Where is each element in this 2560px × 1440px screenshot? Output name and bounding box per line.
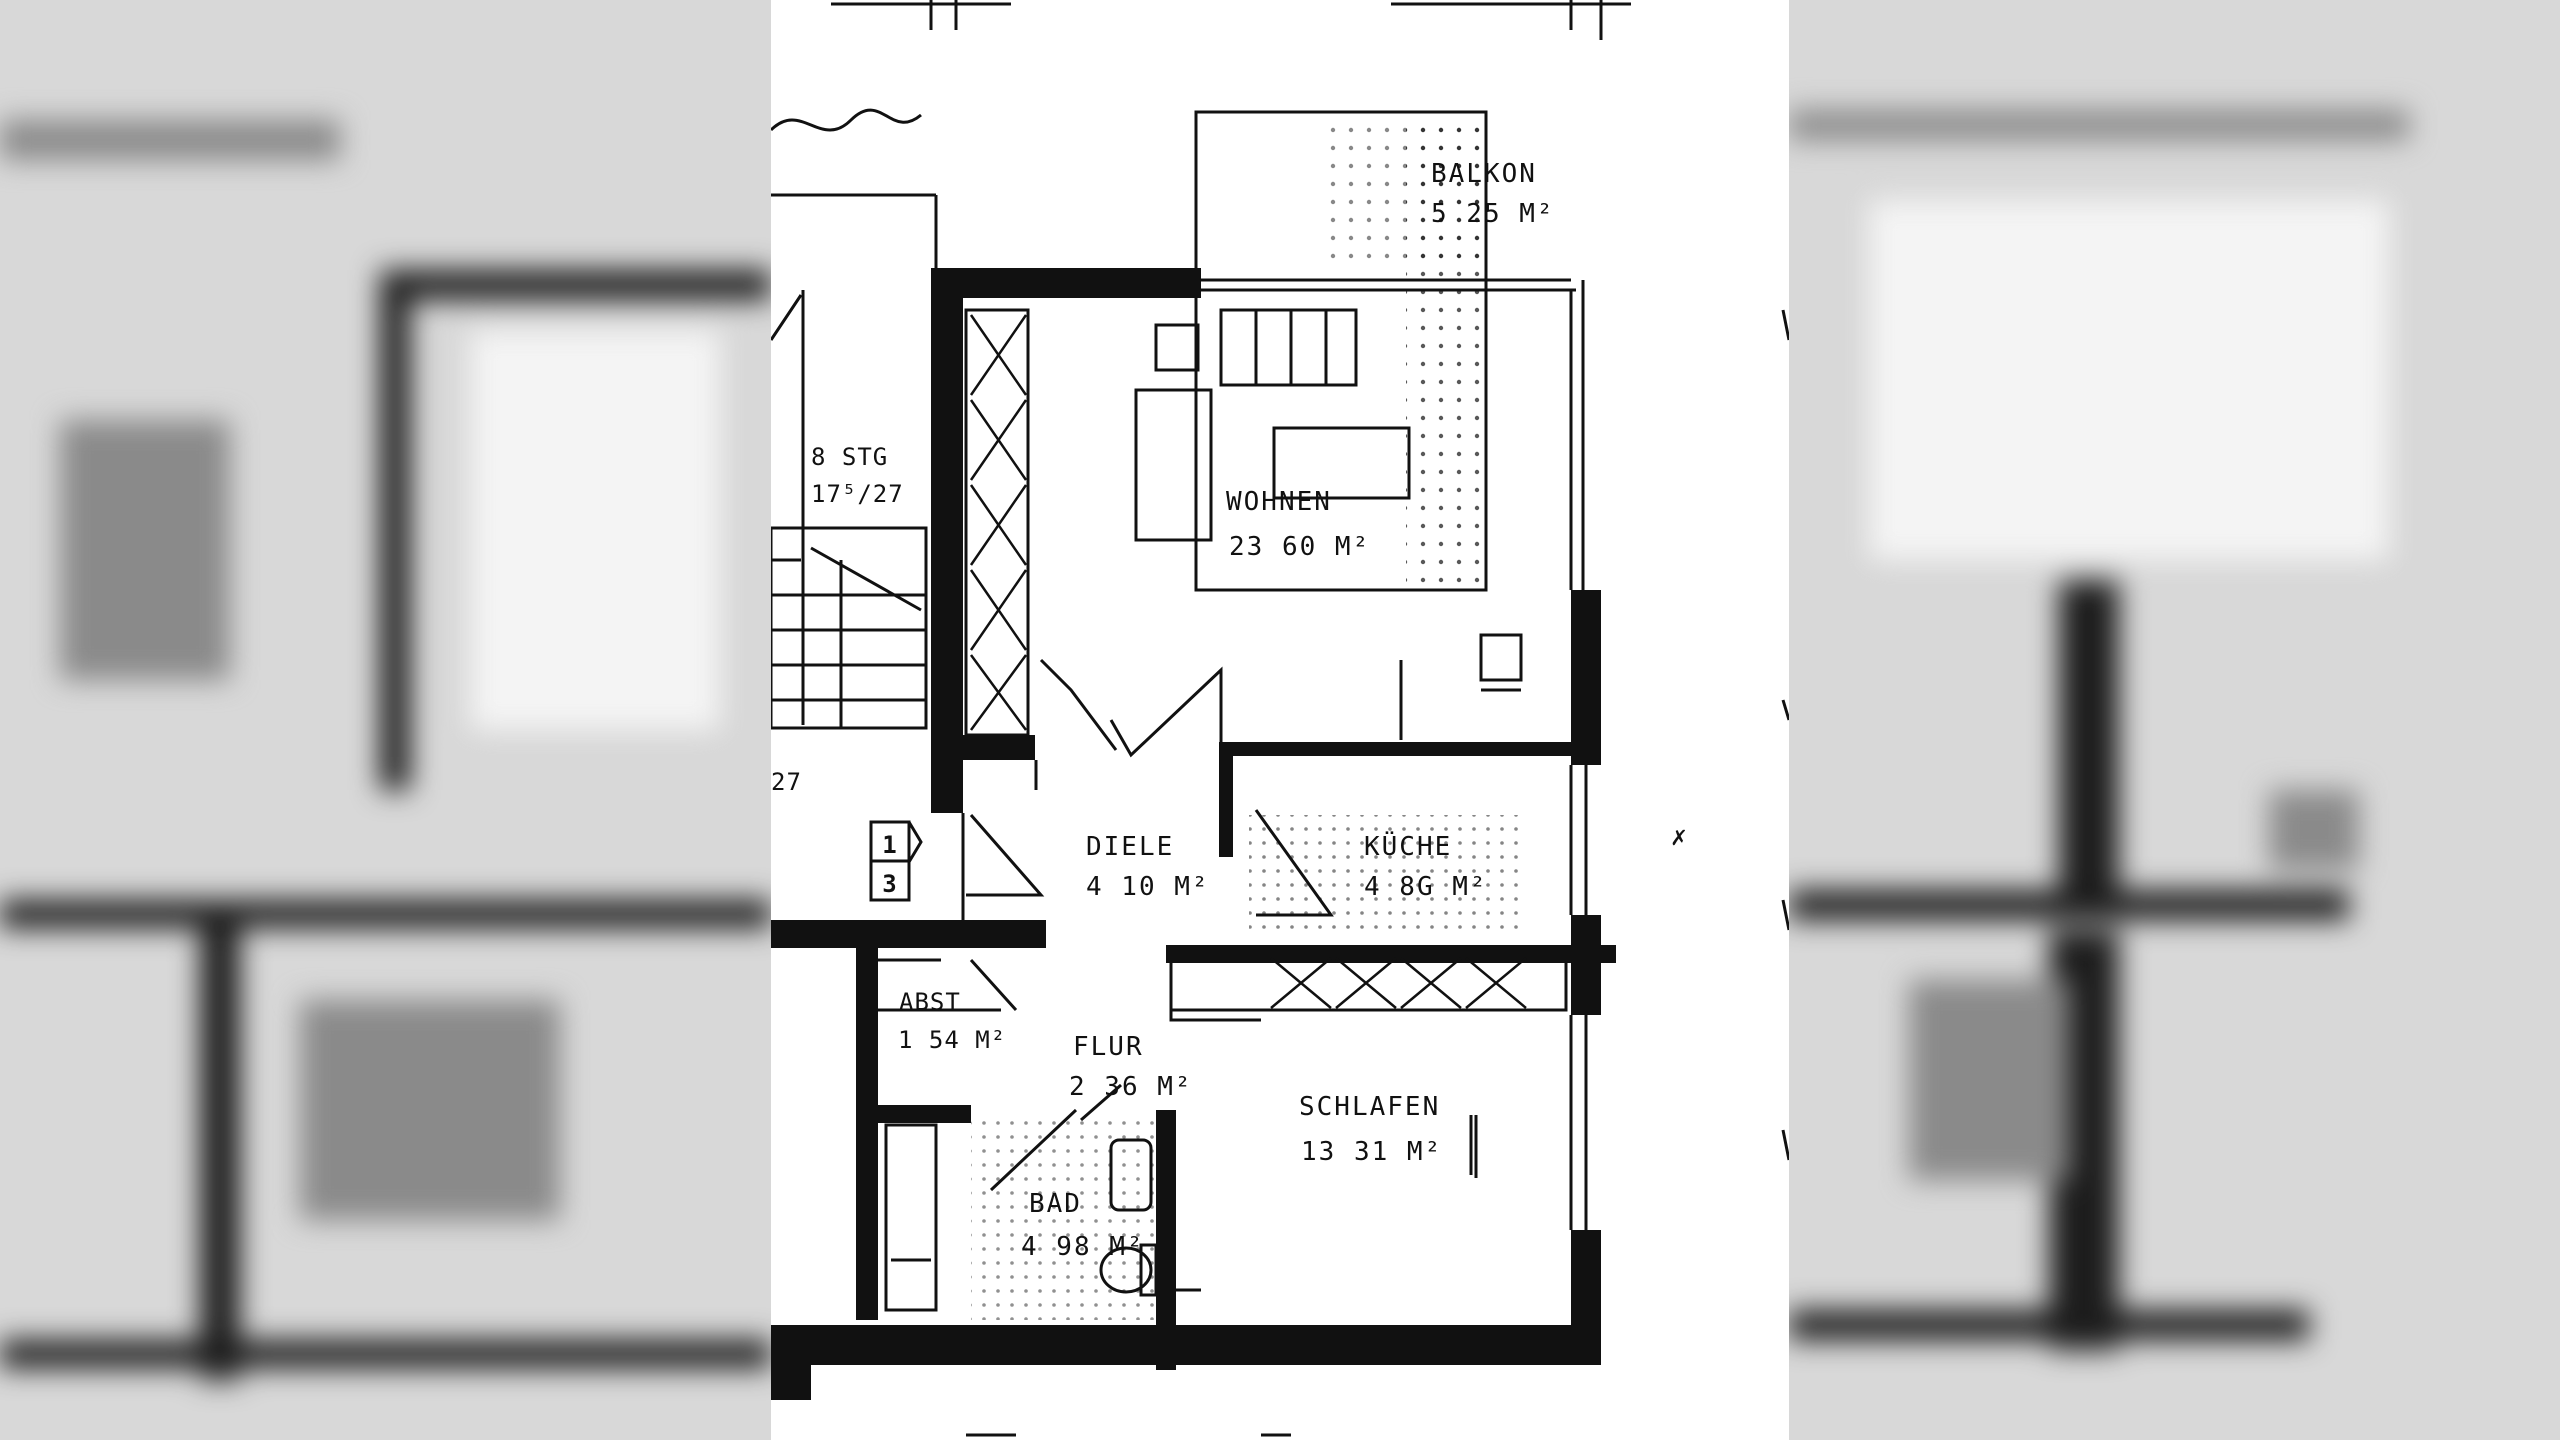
bath-fixtures [1099,1138,1158,1297]
diele-label: DIELE [1086,832,1174,862]
blurred-background-right [1789,0,2560,1440]
bad-area: 4 98 M² [1021,1232,1145,1262]
door-swings [966,658,1478,1292]
flur-label: FLUR [1073,1032,1144,1062]
stair-steps-label: 8 STG [811,443,888,471]
inner-lines [878,278,1588,1357]
walls [771,268,1616,1400]
abst-area: 1 54 M² [898,1026,1006,1054]
stair-landing-number: 27 [771,768,802,796]
blurred-background-left [0,0,771,1440]
living-room-furniture [1134,308,1523,740]
kueche-label: KÜCHE [1364,830,1452,862]
unit-number-box: 1 3 [869,820,923,902]
handwritten-note-scribble [771,108,922,132]
unit-mark-bottom: 3 [882,870,897,898]
wohnen-area: 23 60 M² [1229,532,1370,562]
stair-ratio-label: 17⁵/27 [811,480,904,508]
top-dimension-lines [831,0,1631,40]
balkon-label: BALKON [1431,159,1537,189]
floor-plan-sheet: 1 3 ✗ BALKON 5 25 M² WOHNEN 23 60 M² DIE… [771,0,1789,1440]
kitchen-cabinet-crosses [1270,957,1527,1009]
abst-label: ABST [899,988,961,1016]
flur-area: 2 36 M² [1069,1072,1193,1102]
kitchen-floor-pattern [1249,815,1521,930]
bath-floor-pattern [971,1120,1156,1320]
kueche-area: 4 8G M² [1364,872,1488,902]
wohnen-label: WOHNEN [1226,487,1332,517]
floor-plan-drawing: 1 3 ✗ BALKON 5 25 M² WOHNEN 23 60 M² DIE… [771,0,1789,1437]
unit-mark-top: 1 [882,831,897,859]
bad-label: BAD [1029,1189,1082,1219]
wardrobe-crosses [969,314,1028,731]
balcony [1194,110,1488,592]
staircase [771,193,938,730]
schlafen-area: 13 31 M² [1301,1137,1442,1167]
balkon-area: 5 25 M² [1431,199,1555,229]
schlafen-label: SCHLAFEN [1299,1092,1440,1122]
right-dimension-ticks [1781,309,1789,1161]
star-marker-icon: ✗ [1671,822,1689,852]
diele-area: 4 10 M² [1086,872,1210,902]
